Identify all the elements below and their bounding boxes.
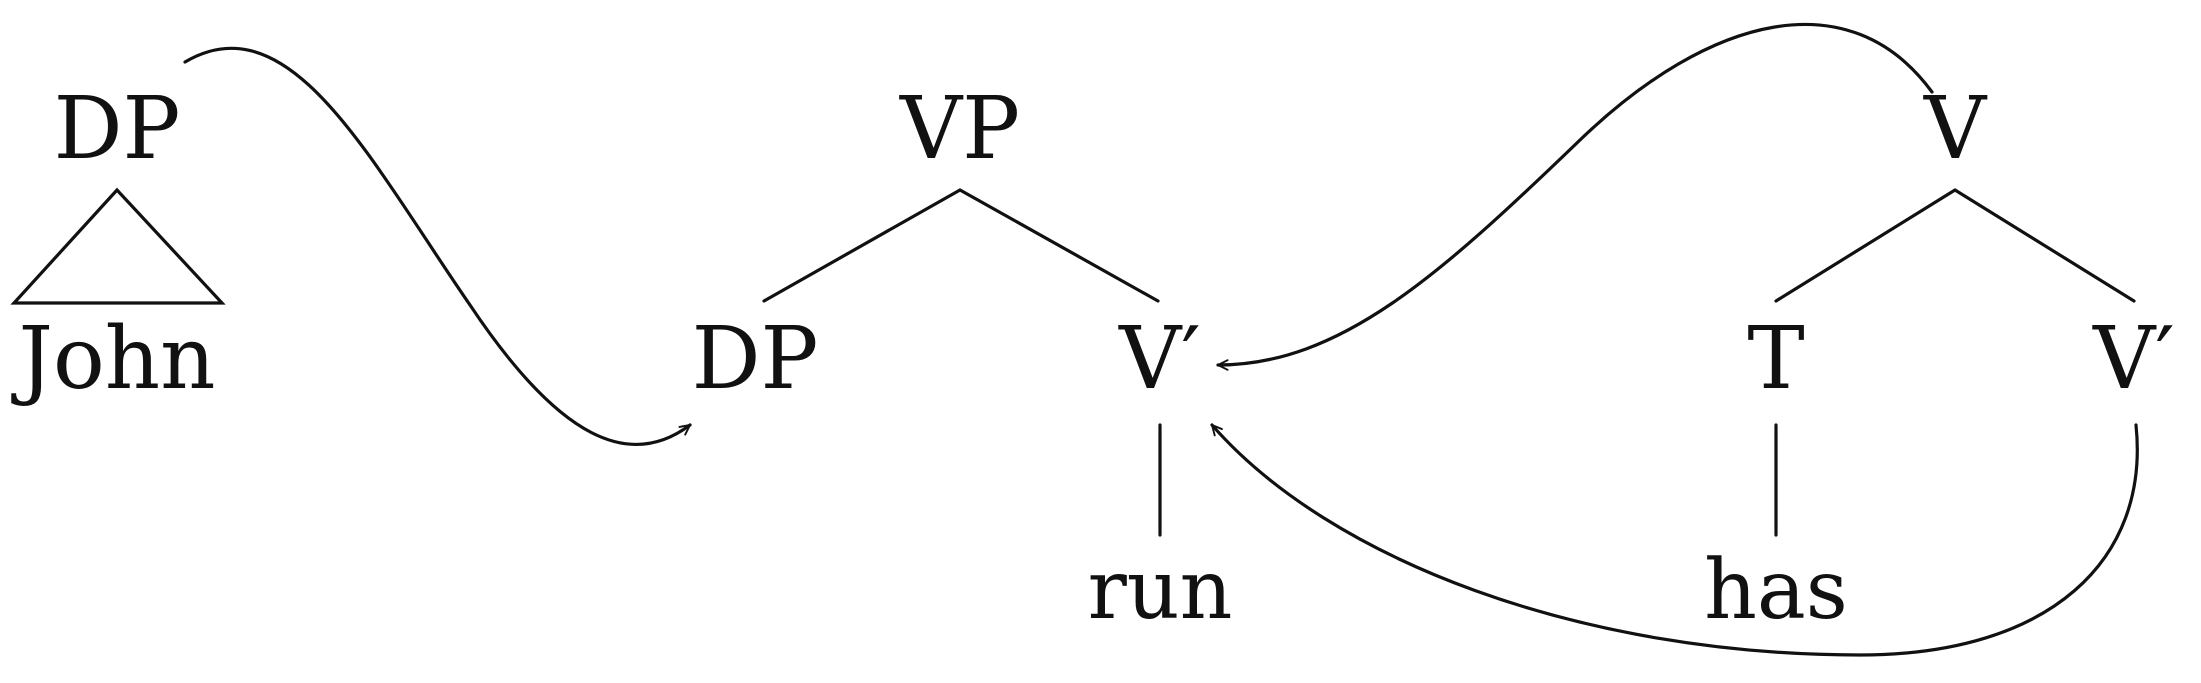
john-tree-leaf-label: John bbox=[10, 309, 215, 409]
tree-v: V T V′ has bbox=[1704, 79, 2175, 638]
v-tree-root-label: V bbox=[1923, 79, 1988, 179]
v-tree-left-child-label: T bbox=[1747, 309, 1804, 409]
v-edge-left bbox=[1774, 188, 1957, 303]
vp-edge-right bbox=[958, 188, 1160, 303]
v-tree-left-leaf-label: has bbox=[1704, 543, 1848, 638]
tree-vp: VP DP V′ run bbox=[692, 79, 1233, 638]
arrow-dp-to-dp bbox=[183, 46, 692, 447]
vp-tree-right-child-label: V′ bbox=[1118, 309, 1201, 409]
tree-john: DP John bbox=[10, 79, 226, 409]
vp-tree-left-child-label: DP bbox=[692, 309, 819, 409]
vp-tree-root-label: VP bbox=[899, 79, 1020, 179]
v-edge-right bbox=[1953, 188, 2136, 303]
vp-tree-right-leaf-label: run bbox=[1088, 543, 1233, 638]
arrow-v-to-vbar bbox=[1216, 22, 1934, 371]
arrow-vbar-to-vbar bbox=[1210, 423, 2139, 657]
john-tree-root-label: DP bbox=[54, 79, 181, 179]
vp-edge-left bbox=[762, 188, 962, 303]
v-tree-right-child-label: V′ bbox=[2092, 309, 2175, 409]
john-tree-triangle bbox=[10, 187, 226, 305]
